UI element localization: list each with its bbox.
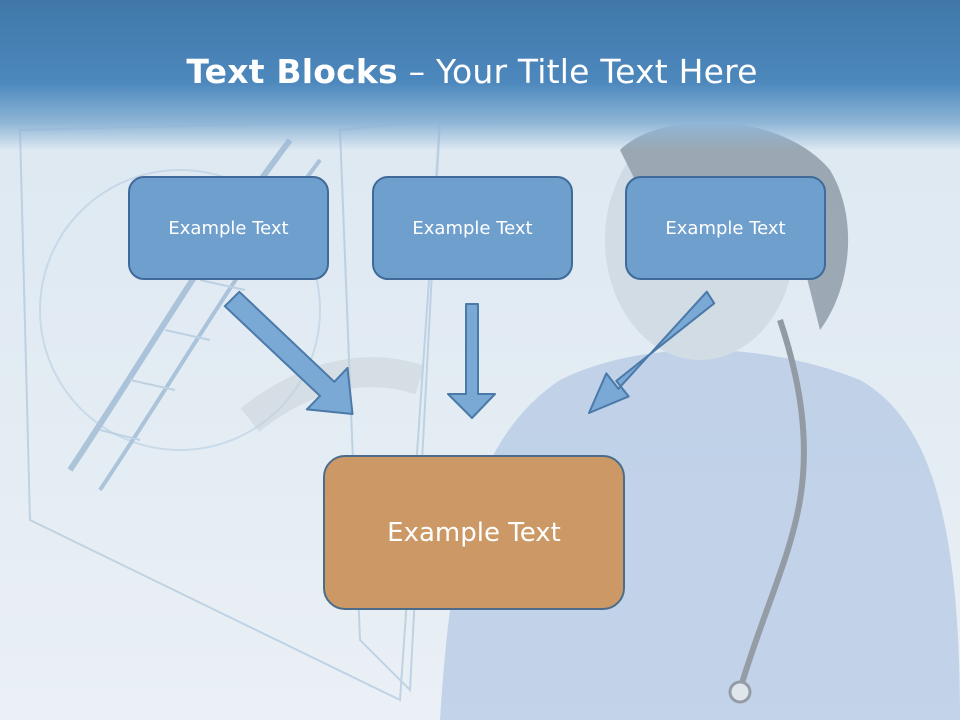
result-text-block[interactable]: Example Text <box>323 455 625 610</box>
text-block-1[interactable]: Example Text <box>128 176 329 280</box>
title-bold-part: Text Blocks <box>186 52 398 91</box>
text-block-2-label: Example Text <box>412 217 533 239</box>
slide-title: Text Blocks – Your Title Text Here <box>0 52 944 91</box>
title-separator: – <box>397 52 436 91</box>
title-rest-part: Your Title Text Here <box>435 52 758 91</box>
text-block-1-label: Example Text <box>168 217 289 239</box>
text-block-3[interactable]: Example Text <box>625 176 826 280</box>
text-block-2[interactable]: Example Text <box>372 176 573 280</box>
header-band <box>0 0 960 150</box>
result-text-block-label: Example Text <box>387 517 561 548</box>
text-block-3-label: Example Text <box>665 217 786 239</box>
